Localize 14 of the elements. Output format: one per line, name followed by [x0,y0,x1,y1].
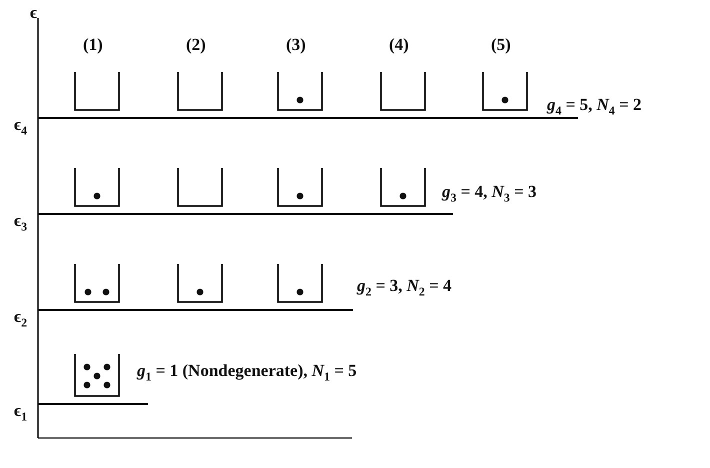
column-number: (2) [186,36,206,53]
column-number: (3) [286,36,306,53]
degeneracy-note: g$_{4}$ = 5, N$_{4}$ = 2 [547,96,642,118]
column-number: (1) [83,36,103,53]
level-label: ϵ$_{2}$ [14,308,28,330]
level-label: ϵ$_{3}$ [14,212,28,234]
degeneracy-note: g$_{2}$ = 3, N$_{2}$ = 4 [357,277,452,298]
column-number: (5) [491,36,511,53]
level-label: ϵ$_{1}$ [14,402,28,424]
degeneracy-note: g$_{1}$ = 1 (Nondegenerate), N$_{1}$ = 5 [137,362,357,384]
axis-label: ϵ [30,4,38,21]
column-number: (4) [389,36,409,53]
level-label: ϵ$_{4}$ [14,116,28,138]
degeneracy-note: g$_{3}$ = 4, N$_{3}$ = 3 [442,183,537,204]
